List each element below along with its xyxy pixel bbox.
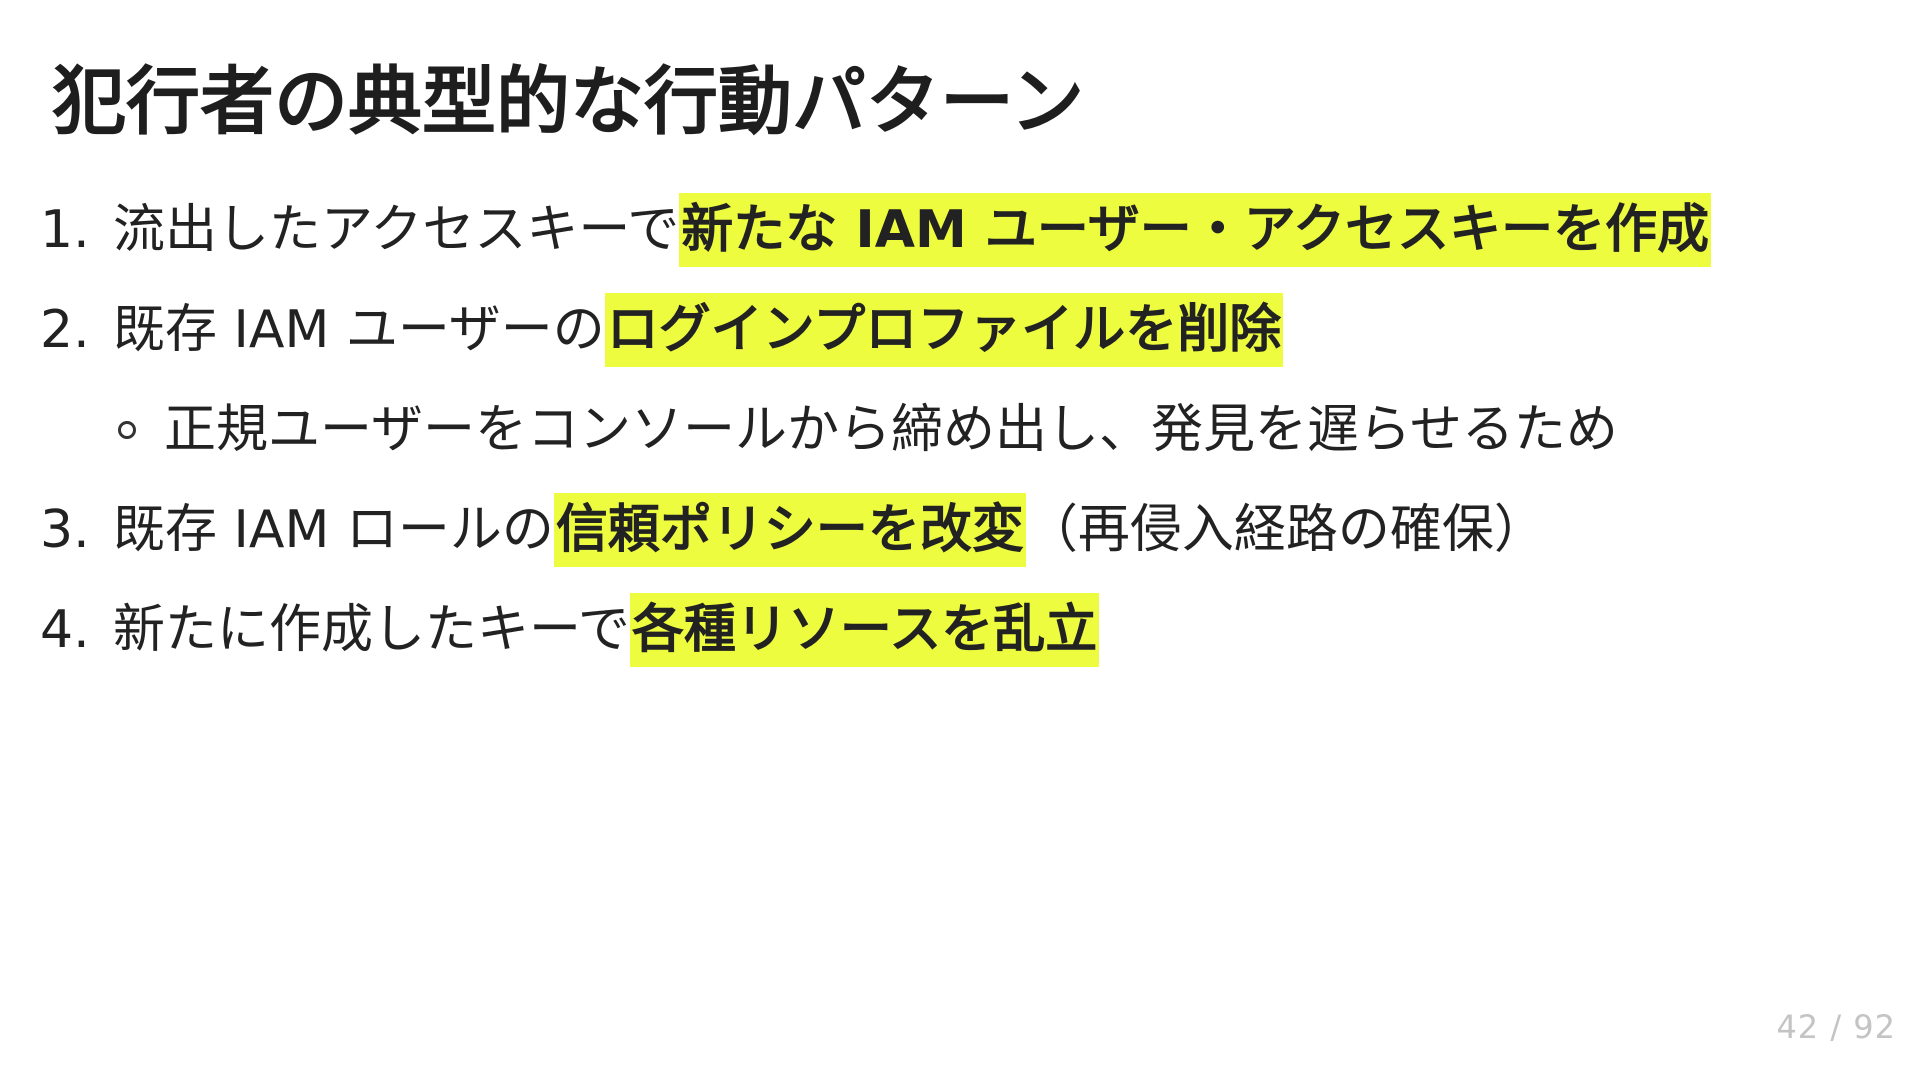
list-number: 2. — [40, 300, 90, 360]
ordered-list: 1. 流出したアクセスキーで 新たな IAM ユーザー・アクセスキーを作成 2.… — [40, 180, 1712, 680]
list-item-1: 1. 流出したアクセスキーで 新たな IAM ユーザー・アクセスキーを作成 — [40, 180, 1712, 280]
list-item-text: 流出したアクセスキーで — [113, 200, 680, 260]
list-number: 4. — [40, 600, 90, 660]
list-item-2: 2. 既存 IAM ユーザーの ログインプロファイルを削除 — [40, 280, 1711, 380]
circle-bullet-icon — [118, 421, 136, 439]
slide-title: 犯行者の典型的な行動パターン — [52, 59, 1085, 145]
page-number: 42 / 92 — [1776, 1008, 1896, 1046]
highlighted-text: 新たな IAM ユーザー・アクセスキーを作成 — [679, 193, 1712, 267]
list-item-text: 既存 IAM ロールの — [113, 500, 554, 560]
list-number: 3. — [40, 500, 90, 560]
highlighted-text: ログインプロファイルを削除 — [604, 293, 1284, 367]
highlighted-text: 各種リソースを乱立 — [629, 593, 1100, 667]
list-item-suffix: （再侵入経路の確保） — [1025, 500, 1546, 560]
highlighted-text: 信頼ポリシーを改変 — [553, 493, 1026, 567]
list-item-3: 3. 既存 IAM ロールの 信頼ポリシーを改変 （再侵入経路の確保） — [40, 480, 1711, 580]
list-number: 1. — [40, 200, 90, 260]
sub-list-item-text: 正規ユーザーをコンソールから締め出し、発見を遅らせるため — [164, 400, 1618, 460]
sub-list-item: 正規ユーザーをコンソールから締め出し、発見を遅らせるため — [40, 380, 1711, 480]
list-item-text: 新たに作成したキーで — [113, 600, 630, 660]
list-item-text: 既存 IAM ユーザーの — [113, 300, 605, 360]
list-item-4: 4. 新たに作成したキーで 各種リソースを乱立 — [40, 580, 1711, 680]
